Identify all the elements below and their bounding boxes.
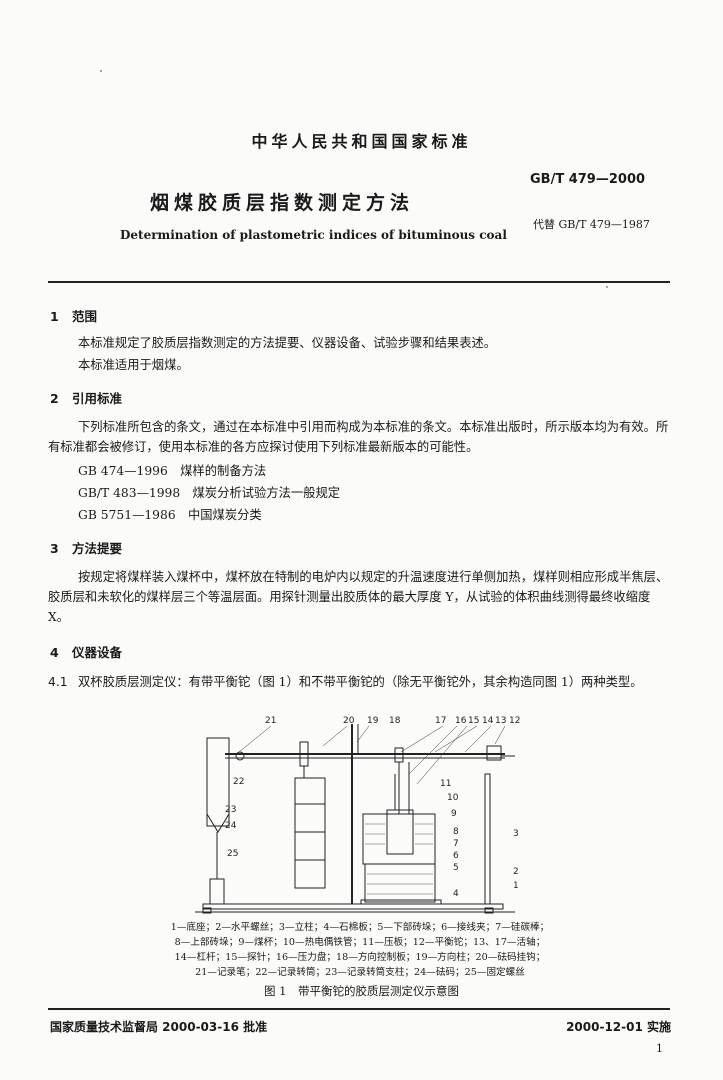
figure-legend: 1—底座；2—水平螺丝；3—立柱；4—石棉板；5—下部砖垛；6—接线夹；7—硅碳… <box>140 920 580 980</box>
reference-item: GB/T 483—1998 煤炭分析试验方法一般规定 <box>78 486 341 500</box>
callout-15: 15 <box>468 716 479 726</box>
section-4-heading: 4 仪器设备 <box>50 642 122 661</box>
lower-brick <box>364 863 436 903</box>
implementation-date: 2000-12-01 实施 <box>566 1020 671 1034</box>
callout-8: 8 <box>453 827 459 837</box>
callout-21: 21 <box>265 716 276 726</box>
section-2-para-1: 下列标准所包含的条文，通过在本标准中引用而构成为本标准的条文。本标准出版时，所示… <box>48 420 669 454</box>
footer-rule <box>48 1008 670 1010</box>
callout-2: 2 <box>513 867 519 877</box>
approval-note: 国家质量技术监督局 2000-03-16 批准 <box>50 1020 268 1034</box>
reference-item: GB 474—1996 煤样的制备方法 <box>78 464 267 478</box>
callout-17: 17 <box>435 716 446 726</box>
legend-line: 14—杠杆；15—探针；16—压力盘；18—方向控制板；19—方向柱；20—砝码… <box>174 952 546 963</box>
weights <box>294 777 326 889</box>
legend-line: 1—底座；2—水平螺丝；3—立柱；4—石棉板；5—下部砖垛；6—接线夹；7—硅碳… <box>170 922 550 933</box>
section-3-para-1: 按规定将煤样装入煤杯中，煤杯放在特制的电炉内以规定的升温速度进行单侧加热，煤样则… <box>48 570 669 624</box>
callout-25: 25 <box>227 849 238 859</box>
callout-16: 16 <box>455 716 467 726</box>
column <box>484 773 491 905</box>
section-title: 引用标准 <box>72 391 123 406</box>
callout-7: 7 <box>453 839 459 849</box>
clause-number: 4.1 <box>48 675 68 689</box>
clause-text: 双杯胶质层测定仪：有带平衡铊（图 1）和不带平衡铊的（除无平衡铊外，其余构造同图… <box>78 675 643 689</box>
figure-caption: 图 1 带平衡铊的胶质层测定仪示意图 <box>264 984 459 998</box>
base-plate <box>202 903 504 910</box>
clause-4-1: 4.1 双杯胶质层测定仪：有带平衡铊（图 1）和不带平衡铊的（除无平衡铊外，其余构… <box>48 672 674 692</box>
legend-line: 21—记录笔；22—记录转筒；23—记录转筒支柱；24—砝码；25—固定螺丝 <box>195 967 525 978</box>
standard-number: GB/T 479—2000 <box>530 172 646 187</box>
recorder-drum <box>206 737 230 827</box>
section-1-para-1: 本标准规定了胶质层指数测定的方法提要、仪器设备、试验步骤和结果表述。 <box>78 336 497 350</box>
callout-12: 12 <box>509 716 520 726</box>
section-number: 1 <box>50 309 59 324</box>
section-number: 3 <box>50 541 59 556</box>
document-title-en: Determination of plastometric indices of… <box>120 228 507 242</box>
scan-speck <box>100 70 102 72</box>
callout-24: 24 <box>225 821 237 831</box>
legend-line: 8—上部砖垛；9—煤杯；10—热电偶铁管；11—压板；12—平衡铊；13、17—… <box>174 937 546 948</box>
callout-1: 1 <box>513 881 519 891</box>
callout-3: 3 <box>513 829 519 839</box>
header-rule <box>48 281 670 283</box>
callout-20: 20 <box>343 716 355 726</box>
section-title: 方法提要 <box>72 541 123 556</box>
section-number: 4 <box>50 645 59 660</box>
section-3-heading: 3 方法提要 <box>50 538 122 557</box>
reference-item: GB 5751—1986 中国煤炭分类 <box>78 508 262 522</box>
national-standard-heading: 中华人民共和国国家标准 <box>251 132 472 151</box>
apparatus-diagram: 21 20 19 18 17 16 15 14 13 12 11 10 9 8 … <box>195 716 520 914</box>
section-number: 2 <box>50 391 59 406</box>
callout-4: 4 <box>453 889 459 899</box>
callout-6: 6 <box>453 851 459 861</box>
counterweight <box>486 745 502 761</box>
section-1-para-2: 本标准适用于烟煤。 <box>78 358 189 372</box>
callout-10: 10 <box>447 793 459 803</box>
callout-11: 11 <box>440 779 451 789</box>
coal-cup <box>386 809 414 855</box>
section-title: 范围 <box>72 309 98 324</box>
upper-brick <box>362 813 436 865</box>
page-number: 1 <box>656 1042 663 1055</box>
callout-22: 22 <box>233 777 244 787</box>
callout-19: 19 <box>367 716 379 726</box>
callout-13: 13 <box>495 716 506 726</box>
section-2-heading: 2 引用标准 <box>50 388 122 407</box>
section-title: 仪器设备 <box>72 645 123 660</box>
callout-9: 9 <box>451 809 457 819</box>
callout-5: 5 <box>453 863 459 873</box>
callout-23: 23 <box>225 805 236 815</box>
section-1-heading: 1 范围 <box>50 306 97 325</box>
callout-14: 14 <box>482 716 494 726</box>
replaces-standard: 代替 GB/T 479—1987 <box>533 218 650 231</box>
callout-18: 18 <box>389 716 401 726</box>
scan-speck <box>606 286 608 288</box>
document-title-cn: 烟煤胶质层指数测定方法 <box>150 192 415 214</box>
